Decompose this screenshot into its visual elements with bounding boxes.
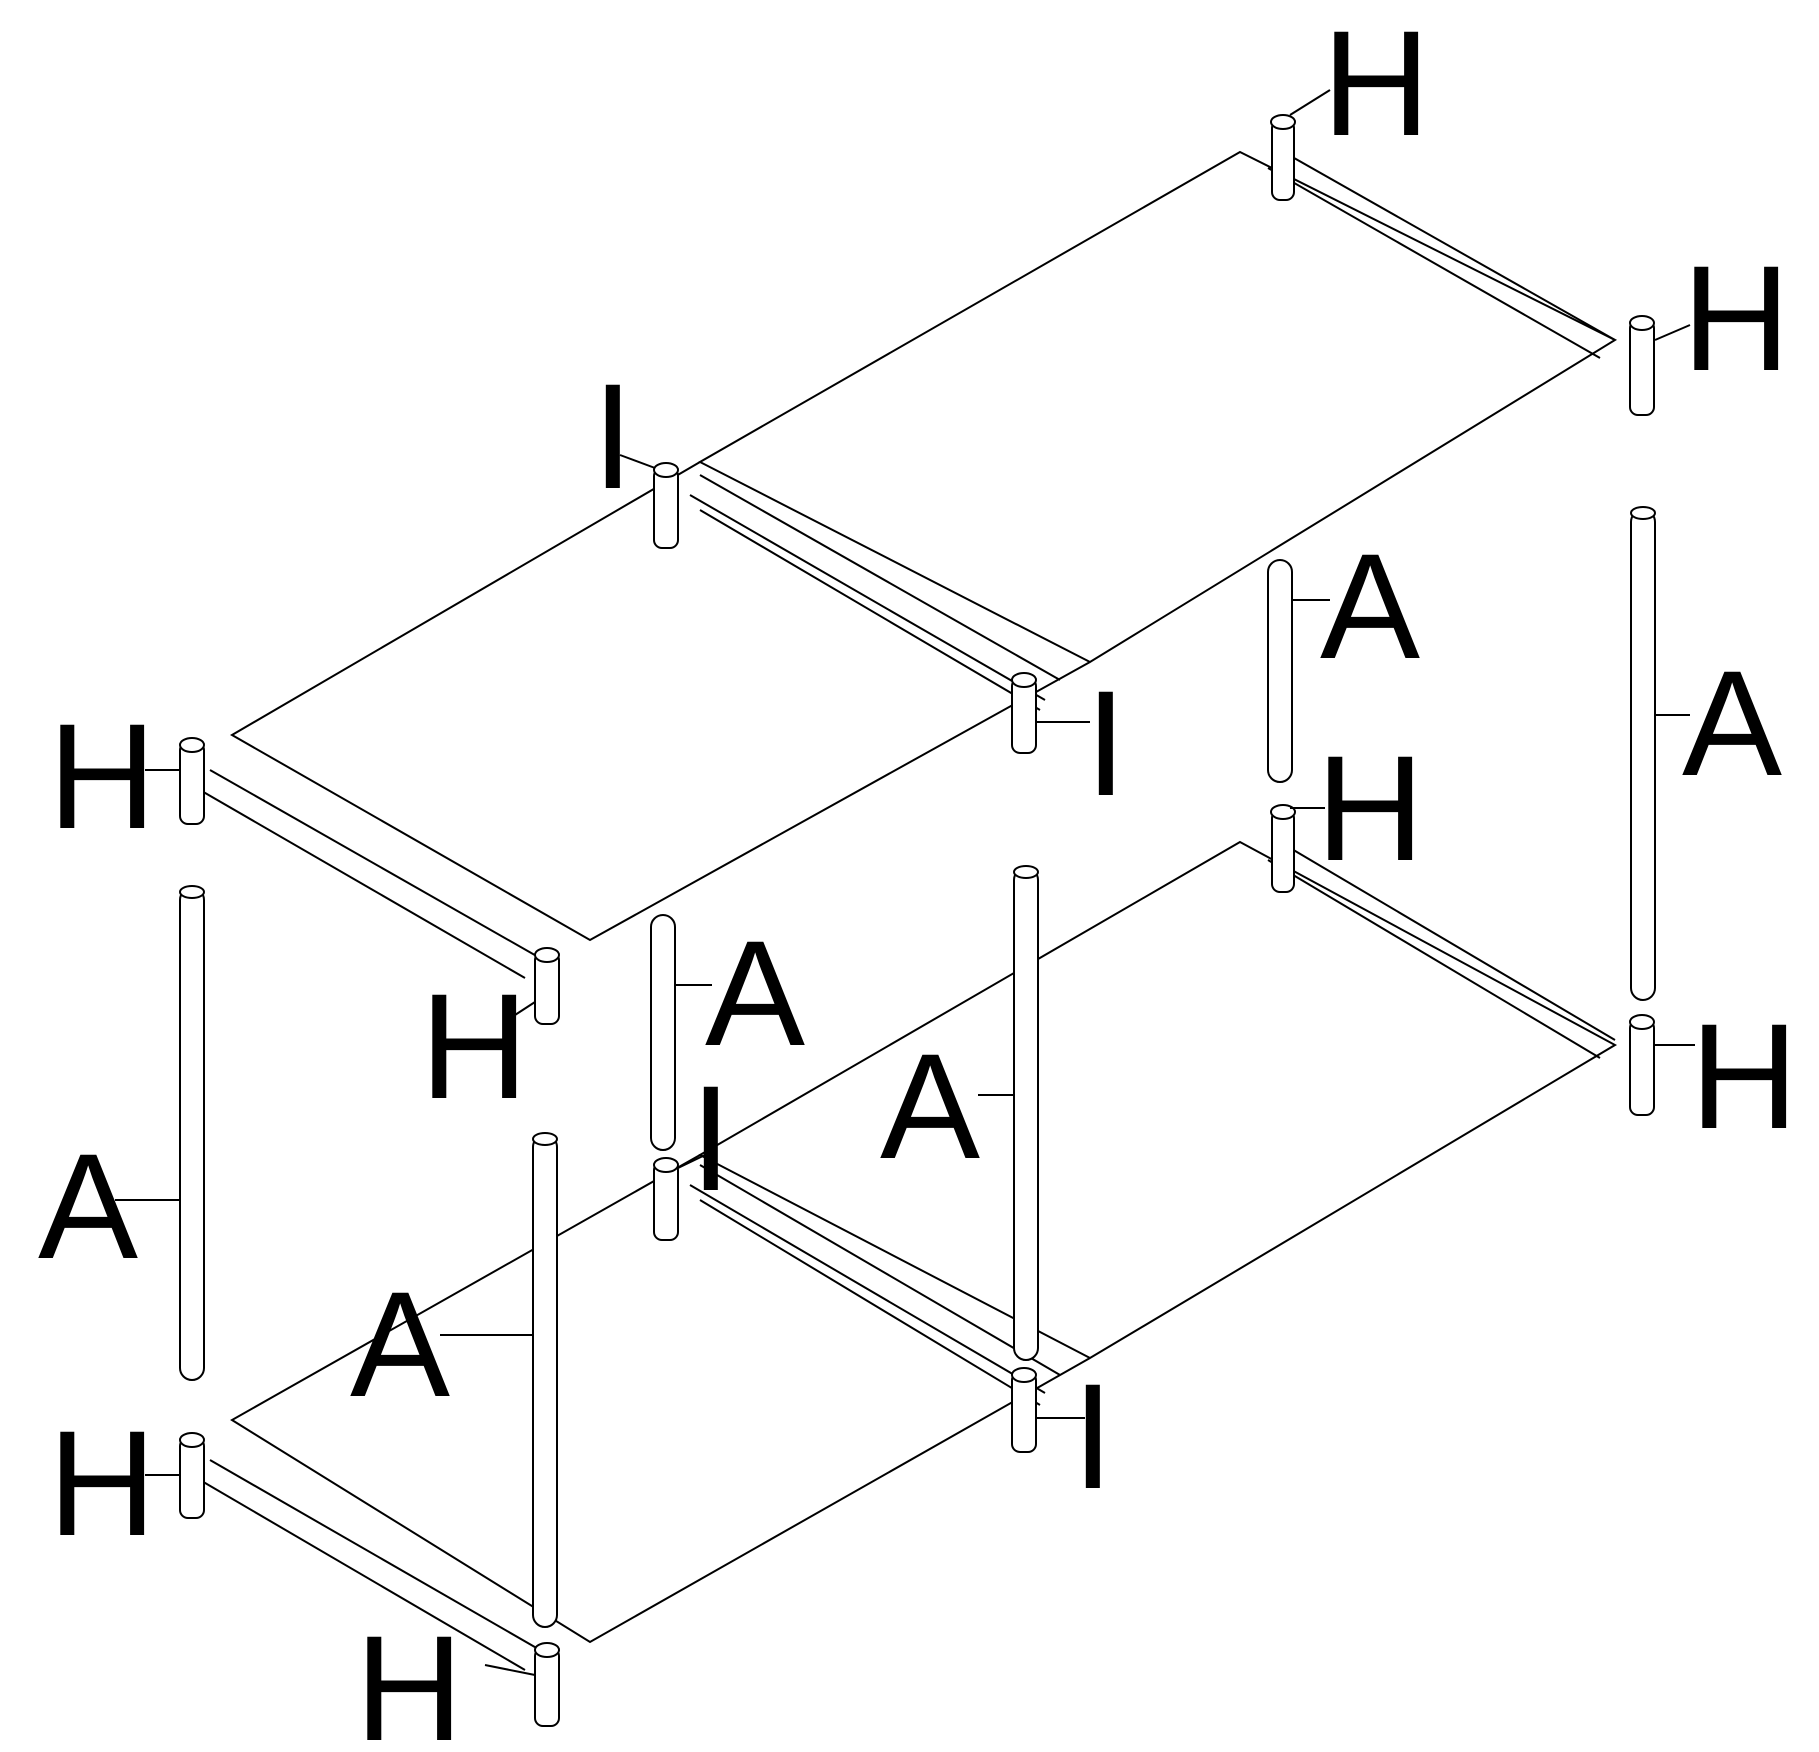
top-shelf-connector-right	[1629, 319, 1655, 416]
pole-center-cap	[1013, 865, 1039, 879]
label-a-right: A	[1682, 639, 1782, 807]
top-shelf-connector-right-cap	[1629, 315, 1655, 331]
bottom-shelf-crossbar-mid-3	[699, 1199, 1041, 1406]
label-h-top-right: H	[1682, 234, 1790, 402]
support-poles	[179, 506, 1656, 1628]
top-shelf-connector-mid-back	[653, 467, 679, 549]
top-shelf-connector-mid-back-cap	[653, 462, 679, 478]
bottom-shelf	[179, 804, 1655, 1727]
leader-h-top-back	[1289, 89, 1331, 116]
top-shelf-connector-back-cap	[1270, 114, 1296, 130]
label-i-top-mid-front: I	[1085, 659, 1127, 827]
top-shelf-connector-back	[1271, 119, 1295, 201]
label-i-low-mid-front: I	[1072, 1352, 1114, 1520]
top-shelf-crossbar-mid-3	[699, 509, 1041, 711]
top-shelf-crossbar-back	[1279, 149, 1616, 341]
top-shelf-panel-front	[230, 461, 1091, 942]
pole-front	[532, 1134, 558, 1628]
bottom-shelf-connector-mid-front	[1011, 1371, 1037, 1453]
top-shelf	[179, 114, 1655, 1025]
top-shelf-connector-left-cap	[179, 737, 205, 753]
pole-right	[1630, 509, 1656, 1001]
bottom-shelf-connector-mid-front-cap	[1011, 1367, 1037, 1383]
pole-right-cap	[1630, 506, 1656, 520]
pole-front-cap	[532, 1132, 558, 1146]
bottom-shelf-panel-front	[230, 1154, 1091, 1644]
label-h-top-front: H	[420, 962, 528, 1130]
bottom-shelf-connector-mid-back-cap	[653, 1157, 679, 1173]
top-shelf-connector-mid-front	[1011, 677, 1037, 754]
pole-center-left	[650, 914, 676, 1151]
label-h-low-front: H	[355, 1604, 463, 1752]
label-a-left: A	[38, 1122, 138, 1290]
bottom-shelf-connector-left-cap	[179, 1432, 205, 1448]
top-shelf-crossbar-front	[209, 769, 541, 959]
label-a-back-mid: A	[1320, 522, 1420, 690]
label-i-low-mid-back: I	[690, 1054, 732, 1222]
top-shelf-connector-left	[179, 741, 205, 825]
label-a-center: A	[880, 1022, 980, 1190]
label-h-top-back: H	[1322, 0, 1430, 167]
top-shelf-connector-mid-front-cap	[1011, 672, 1037, 688]
bottom-shelf-connector-front-cap	[534, 1642, 560, 1658]
bottom-shelf-crossbar-mid-2	[689, 1184, 1046, 1394]
bottom-shelf-connector-right-cap	[1629, 1014, 1655, 1030]
leader-h-top-front	[514, 1001, 536, 1016]
top-shelf-crossbar-back-2	[1267, 167, 1601, 359]
pole-back-mid	[1267, 559, 1293, 783]
leader-i-top-mid-back	[619, 454, 656, 469]
label-a-center-left: A	[705, 909, 805, 1077]
leader-h-low-front	[484, 1664, 536, 1676]
bottom-shelf-connector-back-cap	[1270, 804, 1296, 820]
label-h-low-right: H	[1690, 992, 1798, 1160]
bottom-shelf-connector-front	[534, 1647, 560, 1727]
top-shelf-connector-front-cap	[534, 947, 560, 963]
bottom-shelf-crossbar-mid	[699, 1164, 1061, 1376]
label-i-top-mid-back: I	[592, 352, 634, 520]
top-shelf-crossbar-mid-2	[689, 494, 1046, 701]
bottom-shelf-crossbar-front-2	[199, 1479, 526, 1671]
bottom-shelf-connector-left	[179, 1437, 205, 1519]
pole-center	[1013, 867, 1039, 1361]
pole-left	[179, 887, 205, 1381]
pole-left-cap	[179, 885, 205, 899]
bottom-shelf-connector-back	[1271, 809, 1295, 893]
bottom-shelf-crossbar-back	[1279, 841, 1616, 1041]
label-a-front: A	[350, 1260, 450, 1428]
leader-h-top-right	[1654, 324, 1691, 341]
part-labels: H H I I H H A A A A A A H H I I H H	[38, 0, 1798, 1752]
bottom-shelf-connector-mid-back	[653, 1161, 679, 1241]
label-h-top-left: H	[48, 692, 156, 860]
top-shelf-crossbar-front-2	[199, 789, 526, 979]
leader-i-low-mid-back	[677, 1154, 706, 1169]
label-h-low-left: H	[48, 1399, 156, 1567]
top-shelf-panel-back	[697, 150, 1618, 664]
bottom-shelf-crossbar-front	[209, 1459, 541, 1651]
bottom-shelf-panel-back	[697, 840, 1618, 1360]
bottom-shelf-connector-right	[1629, 1019, 1655, 1116]
top-shelf-crossbar-mid	[699, 474, 1061, 681]
bottom-shelf-crossbar-back-2	[1267, 859, 1601, 1059]
label-h-low-back: H	[1316, 724, 1424, 892]
leader-lines	[115, 89, 1695, 1676]
